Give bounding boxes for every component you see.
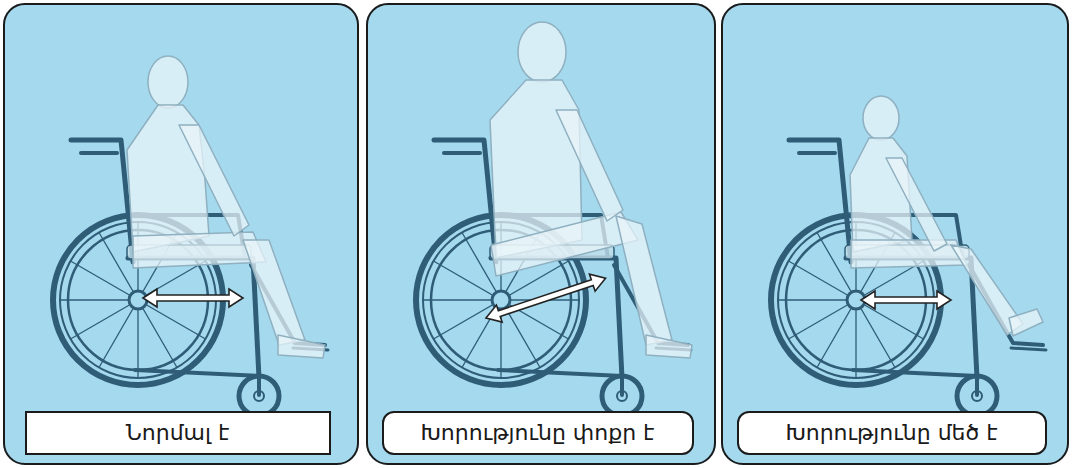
panel-ground (366, 3, 716, 465)
illustration-panel: Խորությունը փոքր է (366, 3, 716, 465)
depth-arrow (861, 291, 951, 309)
illustration-panel: Խորությունը մեծ է (721, 3, 1069, 465)
wheelchair-figure (53, 56, 328, 416)
illustration-panel: Նորմալ է (3, 3, 359, 465)
depth-arrow (483, 270, 608, 327)
caption-label: Խորությունը փոքր է (421, 420, 655, 446)
person (850, 96, 1043, 336)
label-box: Խորությունը մեծ է (737, 411, 1047, 455)
wheelchair-figure (416, 22, 692, 416)
wheelchair-figure (771, 96, 1046, 416)
caption-label: Նորմալ է (126, 420, 230, 446)
caption-label: Խորությունը մեծ է (785, 420, 997, 446)
label-box: Նորմալ է (25, 411, 331, 455)
panel-ground (721, 3, 1069, 465)
depth-arrow (143, 289, 243, 307)
wheelchair (771, 140, 1046, 416)
label-box: Խորությունը փոքր է (382, 411, 694, 455)
panel-ground (3, 3, 359, 465)
person (127, 56, 325, 358)
